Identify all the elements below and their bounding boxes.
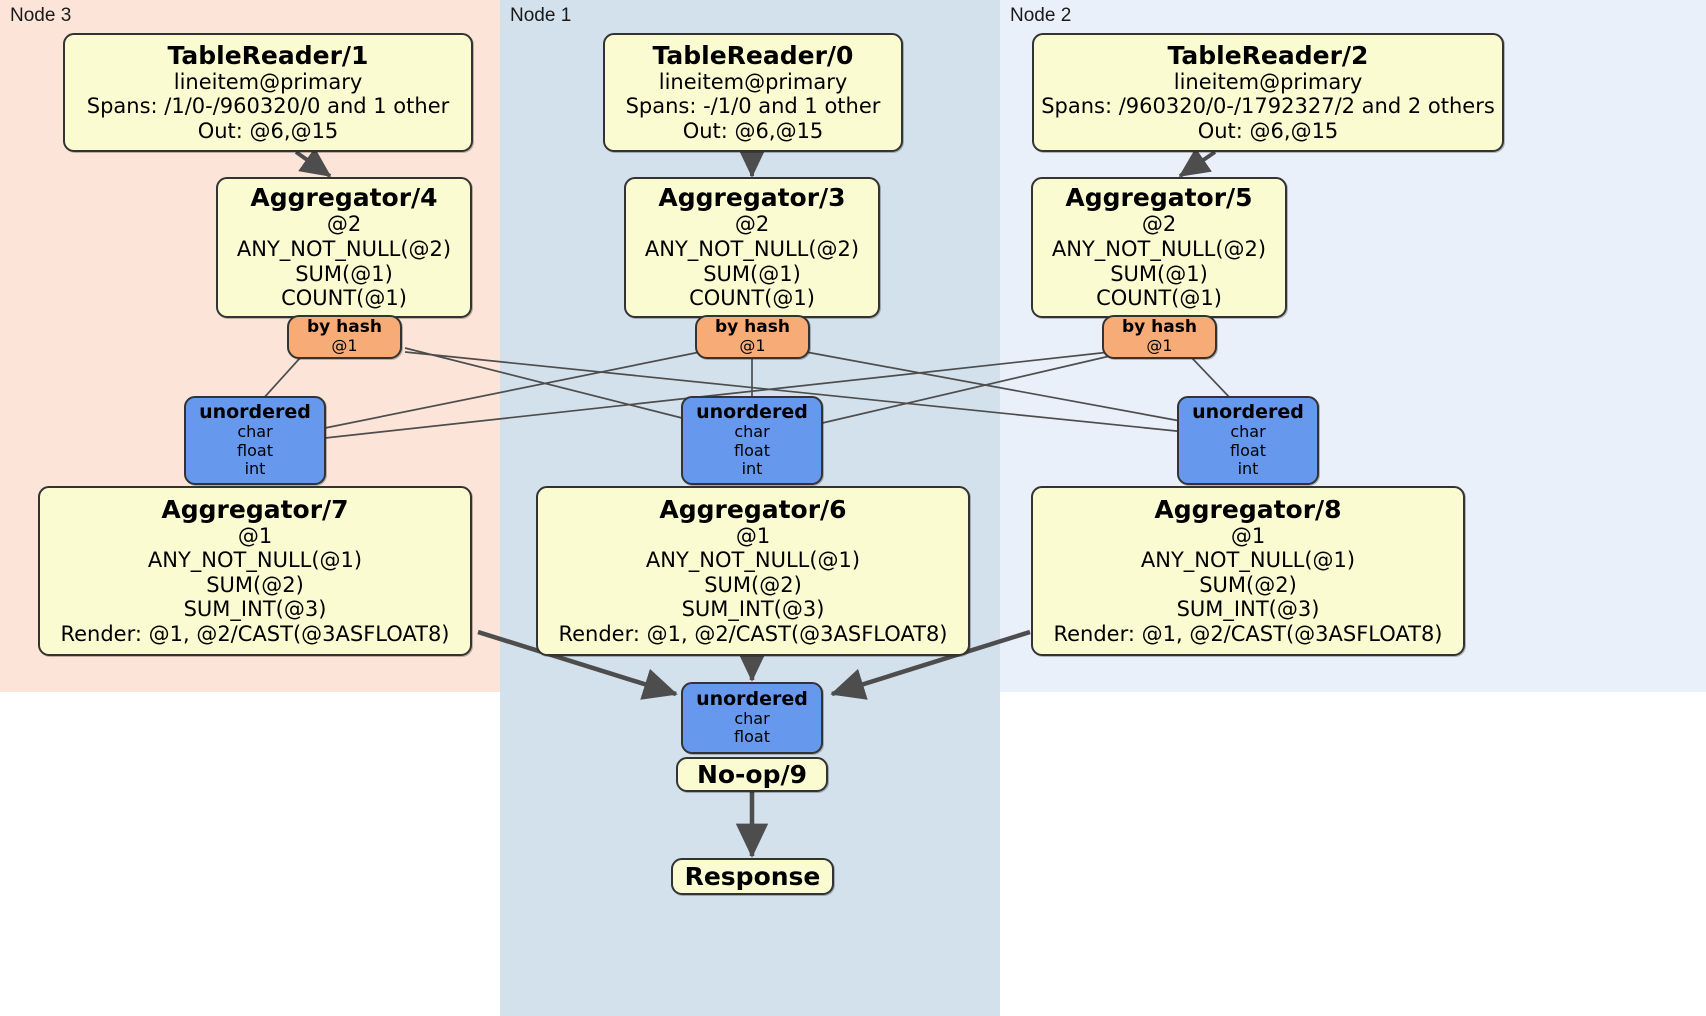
synchronizer-type: char: [734, 709, 770, 729]
region-node-2-label: Node 2: [1010, 5, 1072, 26]
processor-detail: ANY_NOT_NULL(@2): [236, 236, 452, 261]
processor-title: Aggregator/3: [658, 183, 846, 213]
processor-render: Render: @1, @2/CAST(@3ASFLOAT8): [1053, 621, 1443, 646]
processor-detail: Out: @6,@15: [682, 118, 824, 143]
processor-detail: COUNT(@1): [689, 286, 815, 311]
synchronizer-title: unordered: [696, 401, 808, 424]
processor-detail: Out: @6,@15: [197, 118, 339, 143]
processor-detail: @1: [1230, 523, 1266, 548]
processor-aggregator-7[interactable]: Aggregator/7 @1 ANY_NOT_NULL(@1) SUM(@2)…: [38, 486, 472, 656]
synchronizer-title: unordered: [199, 401, 311, 424]
processor-detail: lineitem@primary: [1173, 69, 1363, 94]
synchronizer-type: char: [237, 422, 273, 442]
synchronizer-unordered-final[interactable]: unordered char float: [681, 682, 823, 754]
hash-router-column: @1: [739, 336, 766, 356]
processor-detail: lineitem@primary: [658, 69, 848, 94]
processor-detail: Spans: -/1/0 and 1 other: [625, 94, 881, 119]
processor-detail: Out: @6,@15: [1197, 118, 1339, 143]
processor-detail: SUM(@1): [295, 261, 393, 286]
processor-title: Response: [684, 861, 821, 891]
processor-detail: @2: [1141, 212, 1177, 237]
processor-detail: SUM(@2): [1199, 572, 1297, 597]
synchronizer-type: float: [237, 440, 273, 460]
processor-table-reader-0[interactable]: TableReader/0 lineitem@primary Spans: -/…: [603, 33, 903, 152]
synchronizer-type: int: [244, 459, 266, 479]
synchronizer-type: float: [1230, 440, 1266, 460]
processor-detail: ANY_NOT_NULL(@2): [644, 236, 860, 261]
processor-title: TableReader/1: [167, 40, 369, 70]
processor-detail: @1: [237, 523, 273, 548]
processor-title: No-op/9: [696, 759, 808, 789]
processor-detail: COUNT(@1): [1096, 286, 1222, 311]
processor-detail: ANY_NOT_NULL(@1): [147, 548, 363, 573]
region-node-3-label: Node 3: [10, 5, 72, 26]
region-node-1-label: Node 1: [510, 5, 572, 26]
processor-detail: ANY_NOT_NULL(@1): [645, 548, 861, 573]
processor-detail: ANY_NOT_NULL(@1): [1140, 548, 1356, 573]
hash-router-right[interactable]: by hash @1: [1102, 315, 1217, 359]
synchronizer-type: char: [1230, 422, 1266, 442]
hash-router-column: @1: [1146, 336, 1173, 356]
hash-router-left[interactable]: by hash @1: [287, 315, 402, 359]
processor-detail: Spans: /960320/0-/1792327/2 and 2 others: [1041, 94, 1495, 119]
hash-router-column: @1: [331, 336, 358, 356]
processor-detail: SUM(@2): [206, 572, 304, 597]
processor-detail: SUM(@2): [704, 572, 802, 597]
synchronizer-type: float: [734, 727, 770, 747]
processor-title: TableReader/2: [1167, 40, 1369, 70]
processor-aggregator-8[interactable]: Aggregator/8 @1 ANY_NOT_NULL(@1) SUM(@2)…: [1031, 486, 1465, 656]
processor-title: Aggregator/5: [1065, 183, 1253, 213]
synchronizer-type: int: [741, 459, 763, 479]
hash-router-title: by hash: [715, 317, 790, 338]
synchronizer-type: float: [734, 440, 770, 460]
synchronizer-unordered-middle[interactable]: unordered char float int: [681, 396, 823, 485]
processor-title: Aggregator/7: [161, 494, 349, 524]
processor-detail: SUM_INT(@3): [1176, 597, 1320, 622]
processor-aggregator-5[interactable]: Aggregator/5 @2 ANY_NOT_NULL(@2) SUM(@1)…: [1031, 177, 1287, 318]
synchronizer-type: char: [734, 422, 770, 442]
hash-router-title: by hash: [307, 317, 382, 338]
processor-aggregator-6[interactable]: Aggregator/6 @1 ANY_NOT_NULL(@1) SUM(@2)…: [536, 486, 970, 656]
processor-render: Render: @1, @2/CAST(@3ASFLOAT8): [60, 621, 450, 646]
processor-detail: @1: [735, 523, 771, 548]
processor-detail: SUM(@1): [1110, 261, 1208, 286]
processor-detail: SUM_INT(@3): [681, 597, 825, 622]
processor-table-reader-2[interactable]: TableReader/2 lineitem@primary Spans: /9…: [1032, 33, 1504, 152]
processor-no-op-9[interactable]: No-op/9: [676, 757, 828, 792]
hash-router-title: by hash: [1122, 317, 1197, 338]
processor-detail: lineitem@primary: [173, 69, 363, 94]
synchronizer-title: unordered: [1192, 401, 1304, 424]
processor-title: Aggregator/4: [250, 183, 438, 213]
synchronizer-unordered-left[interactable]: unordered char float int: [184, 396, 326, 485]
synchronizer-title: unordered: [696, 688, 808, 711]
processor-response[interactable]: Response: [671, 858, 834, 895]
synchronizer-unordered-right[interactable]: unordered char float int: [1177, 396, 1319, 485]
processor-render: Render: @1, @2/CAST(@3ASFLOAT8): [558, 621, 948, 646]
processor-aggregator-3[interactable]: Aggregator/3 @2 ANY_NOT_NULL(@2) SUM(@1)…: [624, 177, 880, 318]
hash-router-middle[interactable]: by hash @1: [695, 315, 810, 359]
processor-title: Aggregator/8: [1154, 494, 1342, 524]
processor-detail: COUNT(@1): [281, 286, 407, 311]
processor-aggregator-4[interactable]: Aggregator/4 @2 ANY_NOT_NULL(@2) SUM(@1)…: [216, 177, 472, 318]
processor-detail: @2: [326, 212, 362, 237]
synchronizer-type: int: [1237, 459, 1259, 479]
processor-detail: SUM_INT(@3): [183, 597, 327, 622]
processor-detail: ANY_NOT_NULL(@2): [1051, 236, 1267, 261]
processor-detail: @2: [734, 212, 770, 237]
processor-detail: Spans: /1/0-/960320/0 and 1 other: [86, 94, 450, 119]
processor-detail: SUM(@1): [703, 261, 801, 286]
processor-table-reader-1[interactable]: TableReader/1 lineitem@primary Spans: /1…: [63, 33, 473, 152]
processor-title: Aggregator/6: [659, 494, 847, 524]
processor-title: TableReader/0: [652, 40, 854, 70]
